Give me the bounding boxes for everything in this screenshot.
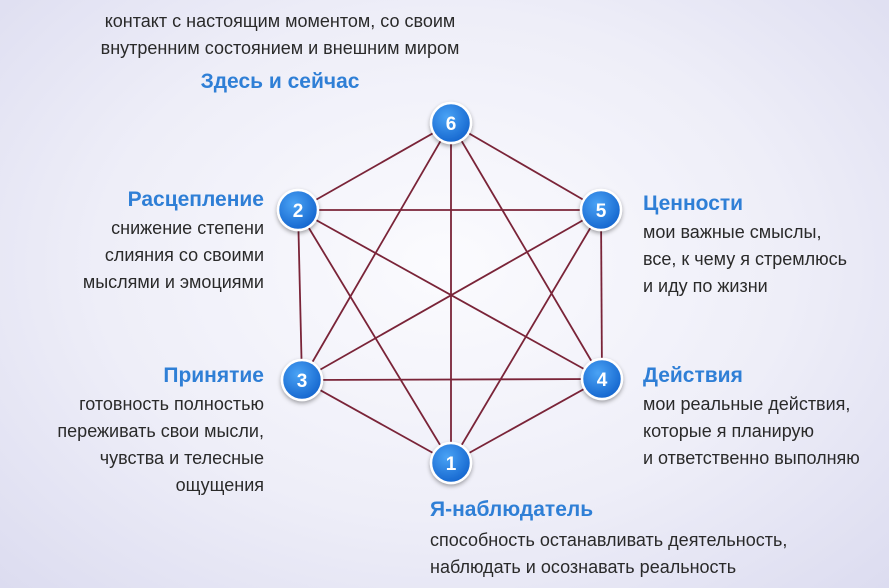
- node-3-circle: [280, 358, 324, 402]
- node-3-title: Принятие: [163, 364, 264, 387]
- node-4: 4: [580, 357, 624, 401]
- node-6-number: 6: [446, 114, 457, 135]
- edge-5-6: [450, 122, 602, 211]
- node-4-number: 4: [597, 370, 608, 391]
- node-1-description: способность останавливать деятельность, …: [430, 530, 788, 577]
- node-2-description: снижение степени слияния со своими мысля…: [82, 218, 264, 292]
- edge-2-6: [297, 122, 452, 211]
- node-5-circle: [579, 188, 623, 232]
- node-1-circle: [429, 441, 473, 485]
- node-4-title: Действия: [643, 364, 743, 387]
- node-2-number: 2: [293, 201, 304, 222]
- node-1-title: Я-наблюдатель: [430, 498, 594, 521]
- node-5-title: Ценности: [643, 192, 744, 215]
- node-5-number: 5: [596, 201, 607, 222]
- node-2-text: Расцепление снижение степени слияния со …: [20, 186, 264, 296]
- node-4-text: Действия мои реальные действия, которые …: [643, 362, 887, 472]
- edge-2-4: [297, 209, 603, 380]
- edge-1-2: [297, 209, 452, 464]
- edge-3-5: [301, 209, 602, 381]
- node-3-text: Принятие готовность полностью переживать…: [20, 362, 264, 499]
- node-2-circle: [276, 188, 320, 232]
- node-6-circle: [429, 101, 473, 145]
- edge-3-4: [301, 378, 603, 381]
- edge-4-5: [600, 209, 603, 380]
- node-3-number: 3: [297, 371, 308, 392]
- node-5: 5: [579, 188, 623, 232]
- node-5-description: мои важные смыслы, все, к чему я стремлю…: [643, 222, 847, 296]
- connection-lines: [297, 122, 603, 464]
- edge-1-3: [301, 379, 452, 464]
- node-6-description: контакт с настоящим моментом, со своим в…: [100, 11, 460, 58]
- node-2-title: Расцепление: [127, 188, 264, 211]
- node-6: 6: [429, 101, 473, 145]
- node-5-text: Ценности мои важные смыслы, все, к чему …: [643, 190, 883, 300]
- edge-3-6: [301, 122, 452, 381]
- node-3-description: готовность полностью переживать свои мыс…: [57, 394, 264, 495]
- node-2: 2: [276, 188, 320, 232]
- diagram-nodes: 1 2 3 4 5 6: [276, 101, 624, 485]
- node-6-text: контакт с настоящим моментом, со своим в…: [40, 8, 520, 95]
- node-4-circle: [580, 357, 624, 401]
- node-1-number: 1: [446, 454, 457, 475]
- edge-1-4: [450, 378, 603, 464]
- edge-4-6: [450, 122, 603, 380]
- edge-2-3: [297, 209, 303, 381]
- node-4-description: мои реальные действия, которые я планиру…: [643, 394, 860, 468]
- node-1: 1: [429, 441, 473, 485]
- node-6-title: Здесь и сейчас: [200, 70, 360, 93]
- node-3: 3: [280, 358, 324, 402]
- node-1-text: Я-наблюдатель способность останавливать …: [430, 496, 880, 581]
